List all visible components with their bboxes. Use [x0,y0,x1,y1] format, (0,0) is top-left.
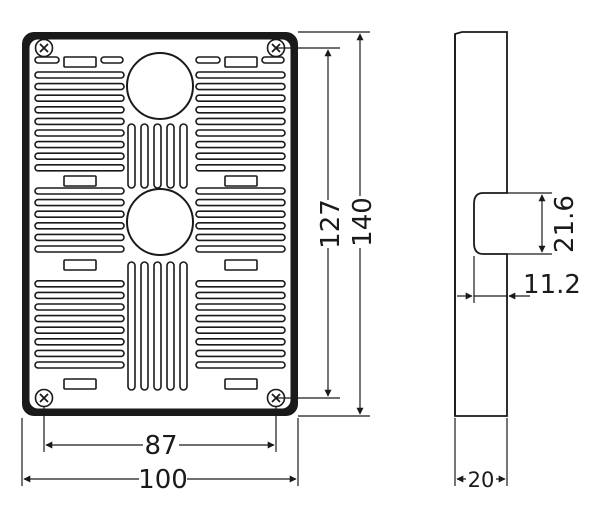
mounting-tabs [63,56,258,390]
mounting-tab [63,259,97,271]
dim-label-21-6: 21.6 [550,195,580,253]
vent-slot [34,152,125,160]
vent-slot [34,56,60,64]
vent-slot [34,326,125,335]
vent-slot [195,82,286,91]
vent-slot [34,222,125,230]
dim-label-100: 100 [138,465,188,495]
vent-slot-vertical [179,123,188,189]
vent-slot [34,106,125,114]
vent-slot [34,129,125,137]
vent-slot [34,71,125,79]
vent-slot [195,198,286,207]
vent-slot [195,164,286,172]
vent-slot [195,337,286,346]
vent-slot [195,222,286,230]
mounting-tab [224,259,258,271]
vent-slot [195,210,286,218]
mounting-tab [63,56,97,68]
side-dimensions [454,192,552,486]
dim-label-87: 87 [144,431,177,461]
vent-slot [34,140,125,149]
mounting-tab [63,175,97,187]
vent-slot [34,198,125,207]
cross-screw-icon [34,388,54,408]
side-view [454,31,508,417]
mounting-tab [224,378,258,390]
vent-slot [195,349,286,358]
vent-slot [34,245,125,253]
side-profile [454,31,508,417]
mounting-tab [224,56,258,68]
vent-slot-vertical [153,123,162,189]
vent-slot [100,56,124,64]
dim-label-127: 127 [316,199,346,249]
vent-slot-vertical [127,261,136,391]
vent-slot [34,314,125,323]
vent-slot [195,233,286,242]
vent-slot [34,187,125,195]
vent-slot [195,326,286,335]
vent-slot [34,361,125,369]
vent-slot [34,291,125,300]
vent-slot-vertical [166,123,175,189]
vent-slot [34,279,125,288]
mounting-tab [63,378,97,390]
vent-slot [34,117,125,126]
dim-label-20: 20 [468,468,495,492]
vent-slot-vertical [140,261,149,391]
vent-slot [195,129,286,137]
vertical-slots [127,123,188,391]
vent-slot [261,56,285,64]
vent-slot-vertical [166,261,175,391]
vent-slot-vertical [153,261,162,391]
cross-screw-icon [34,38,54,58]
vent-slot [34,82,125,91]
vent-slot [195,291,286,300]
vent-slot [34,337,125,346]
dim-label-11-2: 11.2 [523,270,581,300]
vent-slot [195,56,221,64]
cable-hole-middle [126,188,194,256]
ventilation-slots [34,56,286,369]
vent-slot [34,210,125,218]
front-view [22,32,298,416]
vent-slot [195,117,286,126]
vent-slot [34,164,125,172]
vent-slot [195,140,286,149]
vent-slot-vertical [179,261,188,391]
vent-slot-vertical [127,123,136,189]
vent-slot [195,245,286,253]
vent-slot [195,71,286,79]
vent-slot [34,94,125,102]
vent-slot [195,152,286,160]
vent-slot [195,361,286,369]
vent-slot [34,233,125,242]
dim-label-140: 140 [348,197,378,247]
mounting-tab [224,175,258,187]
vent-slot [195,314,286,323]
vent-slot [34,303,125,311]
cable-hole-top [126,52,194,120]
vent-slot-vertical [140,123,149,189]
vent-slot [195,303,286,311]
vent-slot [195,279,286,288]
vent-slot [195,106,286,114]
vent-slot [34,349,125,358]
vent-slot [195,187,286,195]
vent-slot [195,94,286,102]
